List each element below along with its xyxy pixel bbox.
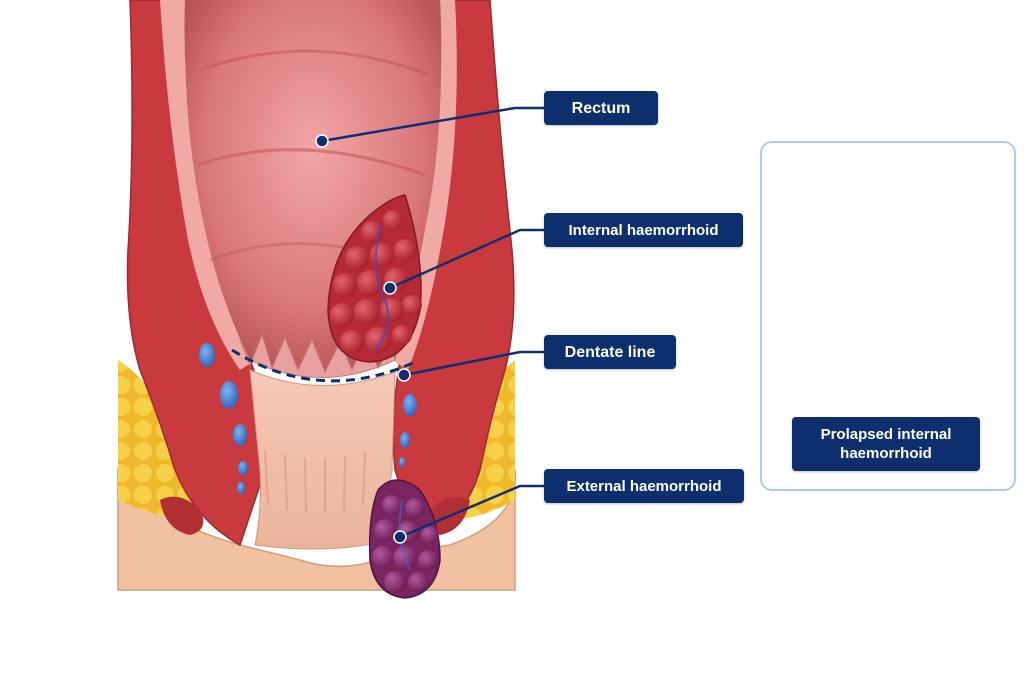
external-haemorrhoid-label: External haemorrhoid [544,469,744,503]
rectal-fold [199,49,431,77]
vein [237,482,245,494]
veins-right [399,394,417,467]
external-leader-dot [393,530,407,544]
vein [403,394,417,416]
rectum-label: Rectum [544,91,658,125]
rectum-leader [321,106,545,143]
internal-leader [389,228,545,290]
vein [400,432,410,448]
prolapsed-haemorrhoid-label: Prolapsed internal haemorrhoid [792,417,980,471]
dentate-leader [403,350,545,377]
veins-left [199,343,248,494]
rectal-fold [197,148,426,177]
vein [233,424,247,446]
mucosa-right [392,0,457,370]
internal-haemorrhoid [327,194,422,363]
vein [199,343,215,367]
external-leader [399,484,545,539]
dentate-line [231,348,416,383]
dentate-line-label: Dentate line [544,335,676,369]
main-cross-section [117,0,517,599]
external-sphincter-left [160,496,204,535]
leader-lines [315,106,545,544]
mucosa-left [160,0,256,370]
internal-leader-dot [383,281,397,295]
vein [220,381,238,409]
anal-canal-folds [264,449,366,513]
rectum-leader-dot [315,134,329,148]
dentate-leader-dot [397,368,411,382]
vein [238,461,248,475]
vein [399,457,405,467]
internal-haemorrhoid-label: Internal haemorrhoid [544,213,743,247]
